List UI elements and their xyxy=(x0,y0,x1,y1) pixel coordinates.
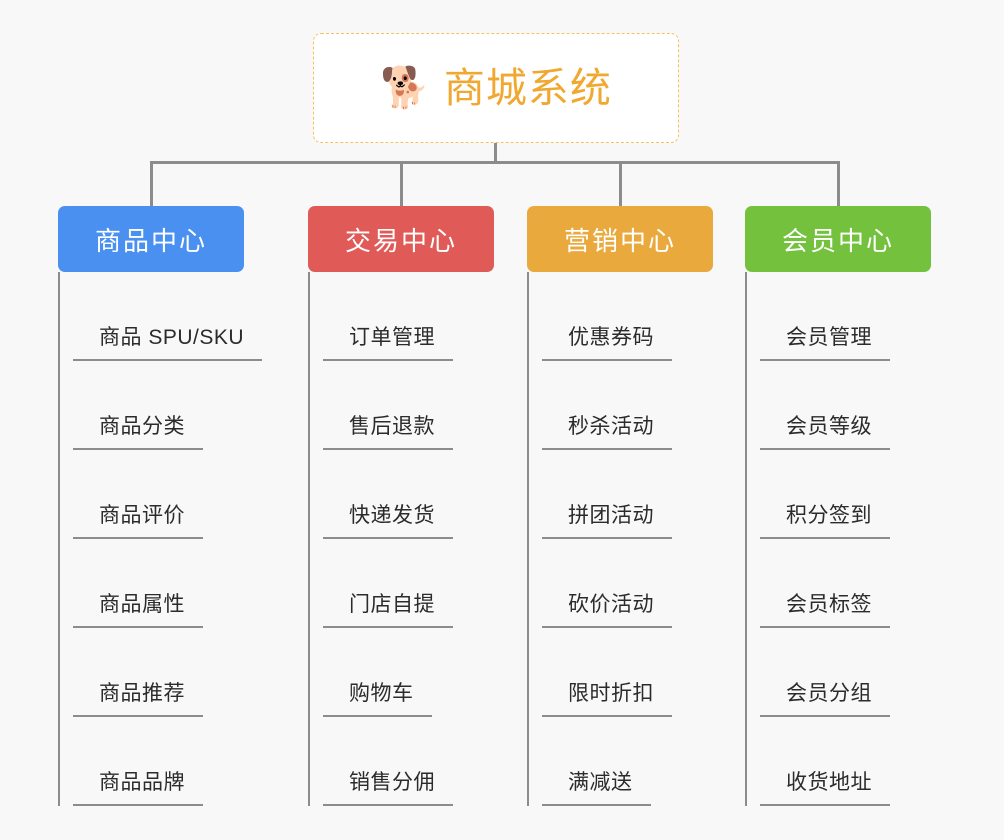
branch-item[interactable]: 积分签到 xyxy=(760,450,952,539)
branch-item-label: 商品属性 xyxy=(73,588,203,628)
branch-drop-line-trade-center xyxy=(400,161,403,207)
branch-header-product-center[interactable]: 商品中心 xyxy=(58,206,244,272)
branch-item-label: 优惠券码 xyxy=(542,321,672,361)
branch-item-list-member-center: 会员管理会员等级积分签到会员标签会员分组收货地址 xyxy=(745,272,952,806)
branch-item[interactable]: 秒杀活动 xyxy=(542,361,734,450)
branch-item[interactable]: 商品评价 xyxy=(73,450,265,539)
branch-member-center: 会员中心会员管理会员等级积分签到会员标签会员分组收货地址 xyxy=(745,206,965,806)
branch-item[interactable]: 商品 SPU/SKU xyxy=(73,272,265,361)
branch-item-label: 限时折扣 xyxy=(542,677,672,717)
branch-item[interactable]: 门店自提 xyxy=(323,539,515,628)
branch-item-label: 商品推荐 xyxy=(73,677,203,717)
branch-item[interactable]: 限时折扣 xyxy=(542,628,734,717)
branch-item-label: 秒杀活动 xyxy=(542,410,672,450)
branch-item[interactable]: 订单管理 xyxy=(323,272,515,361)
branch-item[interactable]: 商品品牌 xyxy=(73,717,265,806)
branch-item-label: 商品 SPU/SKU xyxy=(73,321,263,361)
branch-item-label: 商品评价 xyxy=(73,499,203,539)
branch-marketing-center: 营销中心优惠券码秒杀活动拼团活动砍价活动限时折扣满减送 xyxy=(527,206,747,806)
branch-item[interactable]: 售后退款 xyxy=(323,361,515,450)
branch-item[interactable]: 会员等级 xyxy=(760,361,952,450)
branch-item[interactable]: 满减送 xyxy=(542,717,734,806)
branch-item[interactable]: 商品分类 xyxy=(73,361,265,450)
branch-header-label: 会员中心 xyxy=(781,225,894,256)
branch-header-label: 交易中心 xyxy=(344,225,457,256)
branch-item-label: 商品分类 xyxy=(73,410,203,450)
branch-item-list-product-center: 商品 SPU/SKU 商品分类商品评价商品属性商品推荐商品品牌 xyxy=(58,272,265,806)
branch-item[interactable]: 快递发货 xyxy=(323,450,515,539)
root-node-title: 商城系统 xyxy=(443,64,612,111)
branch-item-label: 会员管理 xyxy=(760,321,890,361)
branch-trade-center: 交易中心订单管理售后退款快递发货门店自提购物车销售分佣 xyxy=(308,206,528,806)
branch-item[interactable]: 砍价活动 xyxy=(542,539,734,628)
branch-item-label: 砍价活动 xyxy=(542,588,672,628)
branch-item-label: 积分签到 xyxy=(760,499,890,539)
branch-item-label: 销售分佣 xyxy=(323,766,453,806)
branch-drop-line-product-center xyxy=(150,161,153,207)
branch-item[interactable]: 收货地址 xyxy=(760,717,952,806)
branch-header-member-center[interactable]: 会员中心 xyxy=(745,206,931,272)
branch-item[interactable]: 商品推荐 xyxy=(73,628,265,717)
branch-header-marketing-center[interactable]: 营销中心 xyxy=(527,206,713,272)
branch-item-label: 满减送 xyxy=(542,766,651,806)
branch-header-label: 营销中心 xyxy=(563,225,676,256)
branch-item[interactable]: 会员标签 xyxy=(760,539,952,628)
branch-item[interactable]: 优惠券码 xyxy=(542,272,734,361)
branch-item-label: 快递发货 xyxy=(323,499,453,539)
branch-item[interactable]: 商品属性 xyxy=(73,539,265,628)
branch-item-label: 商品品牌 xyxy=(73,766,203,806)
branch-item-label: 收货地址 xyxy=(760,766,890,806)
branch-drop-line-member-center xyxy=(837,161,840,207)
branch-header-label: 商品中心 xyxy=(94,225,207,256)
branch-item-label: 门店自提 xyxy=(323,588,453,628)
branch-connector-bus xyxy=(150,161,840,164)
branch-item-label: 会员标签 xyxy=(760,588,890,628)
branch-header-trade-center[interactable]: 交易中心 xyxy=(308,206,494,272)
branch-item[interactable]: 拼团活动 xyxy=(542,450,734,539)
branch-item-label: 购物车 xyxy=(323,677,432,717)
branch-item-label: 订单管理 xyxy=(323,321,453,361)
branch-drop-line-marketing-center xyxy=(619,161,622,207)
root-node[interactable]: 🐕 商城系统 xyxy=(313,33,679,143)
branch-item-list-trade-center: 订单管理售后退款快递发货门店自提购物车销售分佣 xyxy=(308,272,515,806)
branch-item-label: 会员等级 xyxy=(760,410,890,450)
branch-product-center: 商品中心商品 SPU/SKU 商品分类商品评价商品属性商品推荐商品品牌 xyxy=(58,206,278,806)
branch-item[interactable]: 购物车 xyxy=(323,628,515,717)
root-connector-stem xyxy=(494,143,497,164)
shiba-dog-face-icon: 🐕 xyxy=(380,66,430,110)
branch-item-label: 会员分组 xyxy=(760,677,890,717)
branch-item-label: 拼团活动 xyxy=(542,499,672,539)
branch-item-label: 售后退款 xyxy=(323,410,453,450)
branch-item[interactable]: 销售分佣 xyxy=(323,717,515,806)
branch-item[interactable]: 会员管理 xyxy=(760,272,952,361)
branch-item-list-marketing-center: 优惠券码秒杀活动拼团活动砍价活动限时折扣满减送 xyxy=(527,272,734,806)
branch-item[interactable]: 会员分组 xyxy=(760,628,952,717)
